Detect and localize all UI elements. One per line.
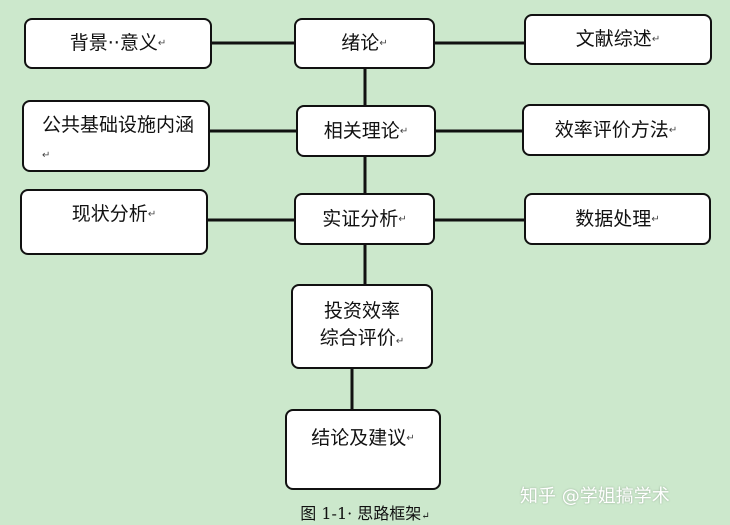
node-conclusion: 结论及建议↵ xyxy=(285,409,441,490)
node-intro: 绪论↵ xyxy=(294,18,435,69)
node-data-processing: 数据处理↵ xyxy=(524,193,711,245)
node-theory: 相关理论↵ xyxy=(296,105,436,157)
figure-caption: 图 1-1· 思路框架↵ xyxy=(300,504,430,523)
node-status: 现状分析↵ xyxy=(20,189,208,255)
watermark: 知乎 @学姐搞学术 xyxy=(520,486,670,507)
node-public-infra: 公共基础设施内涵↵ xyxy=(22,100,210,172)
node-background: 背景··意义↵ xyxy=(24,18,212,69)
node-investment-eval: 投资效率综合评价↵ xyxy=(291,284,433,369)
node-empirical: 实证分析↵ xyxy=(294,193,435,245)
node-efficiency-method: 效率评价方法↵ xyxy=(522,104,710,156)
node-literature: 文献综述↵ xyxy=(524,14,712,65)
